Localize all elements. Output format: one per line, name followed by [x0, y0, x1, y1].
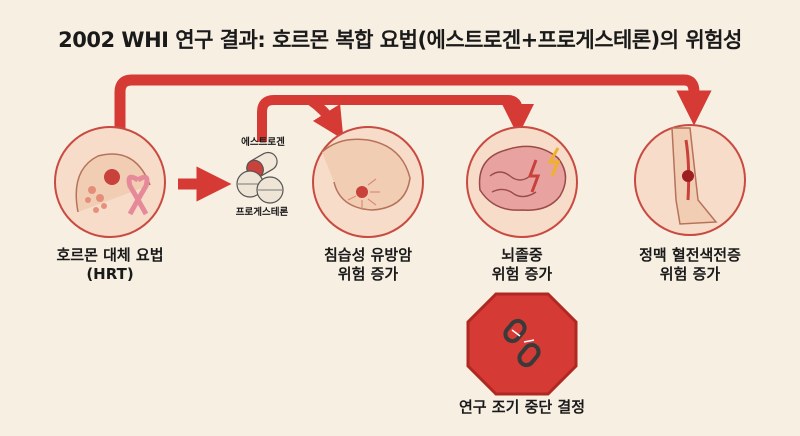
leg-illustration — [634, 124, 746, 236]
breast-cancer-label-line2: 위험 증가 — [337, 265, 399, 283]
arrow-pills-to-breast — [307, 95, 344, 140]
brain-illustration — [466, 126, 578, 238]
hrt-illustration — [54, 126, 166, 238]
hrt-label: 호르몬 대체 요법 (HRT) — [50, 246, 170, 284]
estrogen-label: 에스트로겐 — [241, 137, 285, 148]
pills-icon — [236, 151, 284, 204]
progesterone-label: 프로게스테론 — [235, 207, 289, 218]
breast-cancer-label-line1: 침습성 유방암 — [323, 246, 413, 264]
hrt-label-line1: 호르몬 대체 요법 — [56, 246, 164, 264]
stop-label: 연구 조기 중단 결정 — [458, 398, 586, 416]
hrt-label-line2: (HRT) — [86, 265, 134, 283]
stroke-label-line1: 뇌졸중 — [501, 246, 543, 264]
arrow-hrt-to-vte — [114, 74, 712, 138]
stroke-label-line2: 위험 증가 — [491, 265, 553, 283]
vte-label-line1: 정맥 혈전색전증 — [639, 246, 741, 264]
arrow-pills-to-stroke — [257, 95, 535, 142]
stop-sign-icon — [466, 292, 578, 396]
vte-label-line2: 위험 증가 — [659, 265, 721, 283]
breast-cancer-illustration — [312, 126, 424, 238]
page-title: 2002 WHI 연구 결과: 호르몬 복합 요법(에스트로겐+프로게스테론)의… — [58, 28, 742, 52]
stroke-label: 뇌졸중 위험 증가 — [462, 246, 582, 284]
breast-cancer-label: 침습성 유방암 위험 증가 — [308, 246, 428, 284]
vte-label: 정맥 혈전색전증 위험 증가 — [620, 246, 760, 284]
